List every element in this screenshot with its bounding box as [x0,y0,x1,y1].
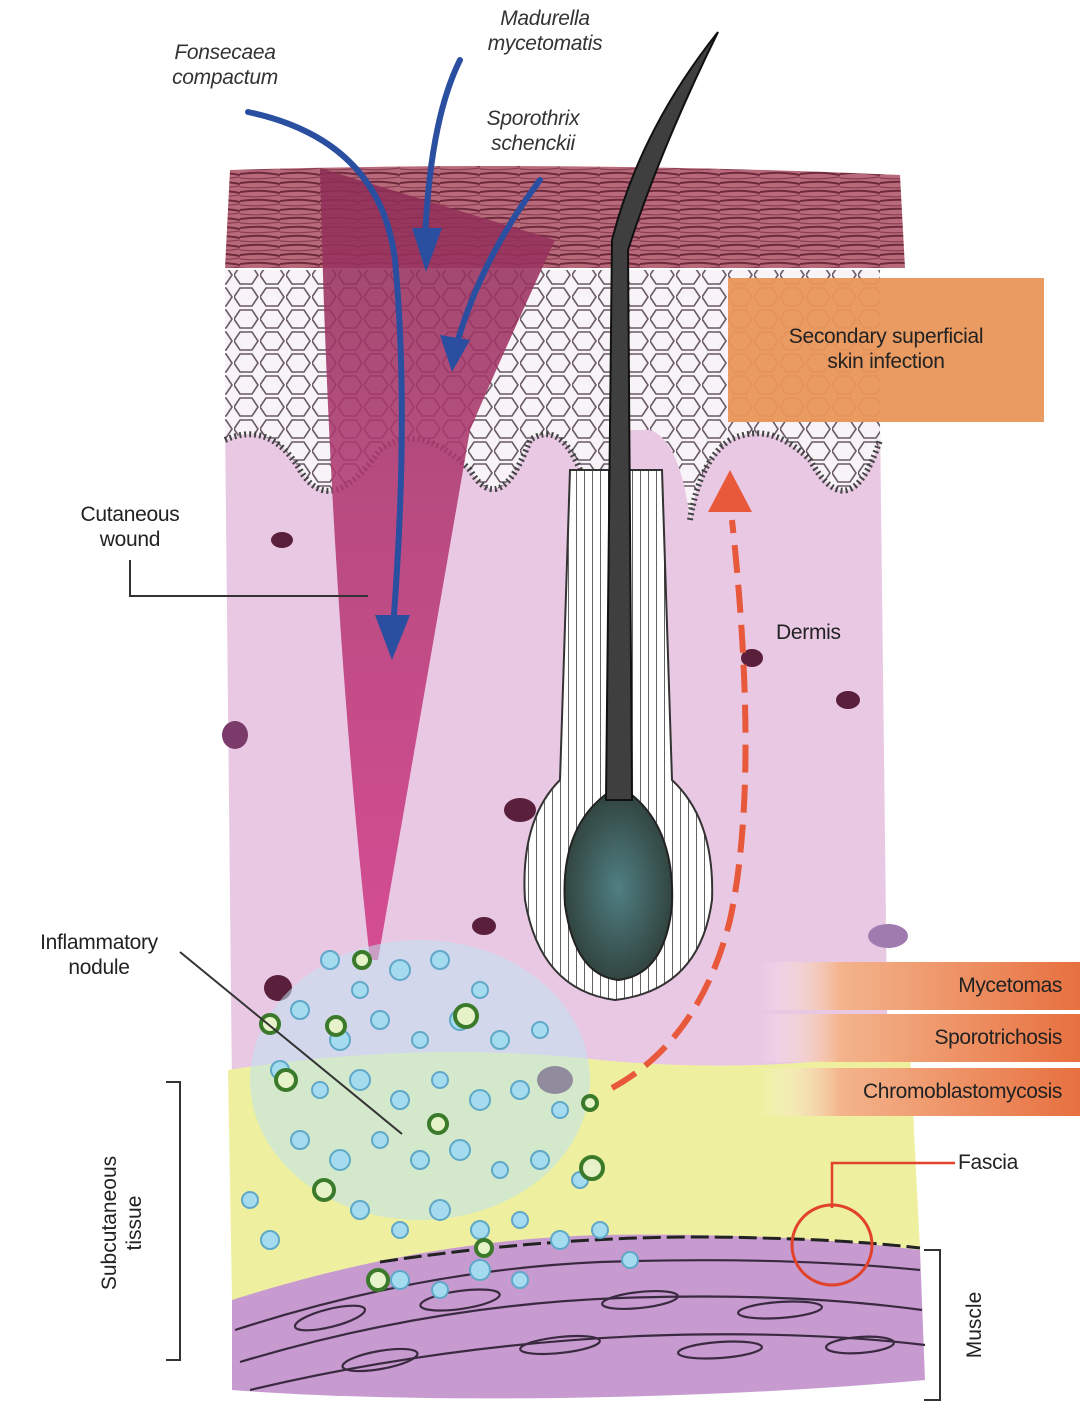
sporothrix-label: Sporothrix schenckii [448,106,618,156]
inflammatory-nodule-line1: Inflammatory [0,930,198,955]
mycetomas-label: Mycetomas [760,962,1080,1010]
madurella-line2: mycetomatis [440,31,650,56]
mycetomas-text: Mycetomas [958,974,1062,998]
dermis-label: Dermis [776,620,841,645]
sporothrix-line2: schenckii [448,131,618,156]
cutaneous-wound-line2: wound [40,527,220,552]
cutaneous-wound-label: Cutaneous wound [40,502,220,552]
inflammatory-nodule-label: Inflammatory nodule [0,930,198,980]
fonsecaea-label: Fonsecaea compactum [140,40,310,90]
sporotrichosis-label: Sporotrichosis [760,1014,1080,1062]
secondary-infection-line2: skin infection [730,349,1042,374]
sporotrichosis-text: Sporotrichosis [935,1026,1062,1050]
madurella-line1: Madurella [440,6,650,31]
chromoblastomycosis-text: Chromoblastomycosis [863,1080,1062,1104]
subcutaneous-line1: Subcutaneous [97,1143,122,1303]
secondary-infection-line1: Secondary superficial [730,324,1042,349]
inflammatory-nodule-line2: nodule [0,955,198,980]
hair-bulb [565,795,673,980]
madurella-label: Madurella mycetomatis [440,6,650,56]
muscle-label: Muscle [962,1280,988,1370]
cutaneous-wound-line1: Cutaneous [40,502,220,527]
sporothrix-line1: Sporothrix [448,106,618,131]
fascia-label: Fascia [958,1150,1018,1175]
fonsecaea-line1: Fonsecaea [140,40,310,65]
secondary-infection-label: Secondary superficial skin infection [730,324,1042,374]
subcutaneous-tissue-label: Subcutaneous tissue [97,1143,151,1303]
subcutaneous-line2: tissue [122,1143,147,1303]
fonsecaea-line2: compactum [140,65,310,90]
chromoblastomycosis-label: Chromoblastomycosis [760,1068,1080,1116]
